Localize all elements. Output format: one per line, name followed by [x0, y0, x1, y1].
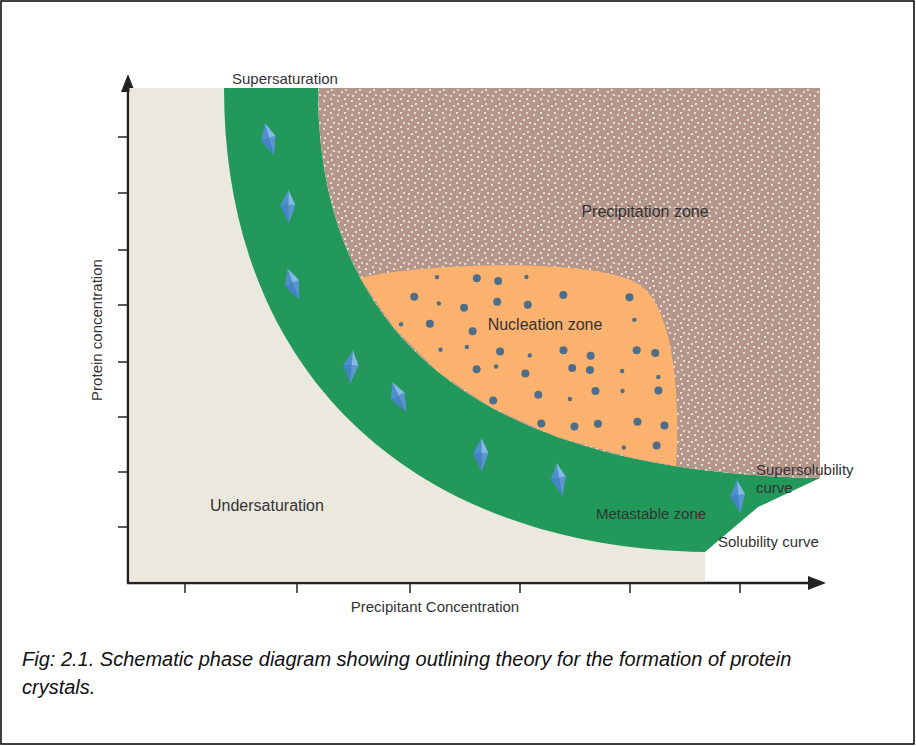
curve-label: Supersolubility curve — [756, 461, 876, 497]
x-axis-arrow — [808, 576, 826, 590]
curve-label: Solubility curve — [718, 533, 868, 551]
x-ticks — [185, 583, 740, 593]
y-axis — [127, 90, 130, 583]
nucleation-region-shape — [360, 262, 680, 467]
nuclei-dots — [399, 274, 669, 449]
axis-title: Protein concentration — [88, 259, 106, 401]
region-label: Metastable zone — [596, 505, 706, 523]
nucleation-region: Nucleation zone — [360, 262, 680, 467]
x-axis — [127, 582, 812, 585]
nucleation-region-fill — [360, 265, 677, 466]
region-label: Precipitation zone — [581, 202, 708, 221]
y-ticks — [118, 137, 128, 527]
metastable-band-fill — [224, 88, 820, 552]
precipitation-region-fill — [318, 88, 820, 478]
precipitate-speckle — [318, 88, 820, 478]
axis-title: Precipitant Concentration — [351, 598, 519, 616]
region-label: Nucleation zone — [488, 315, 603, 334]
region-label: Undersaturation — [210, 496, 324, 515]
region-label: Supersaturation — [232, 70, 338, 88]
figure-caption: Fig: 2.1. Schematic phase diagram showin… — [22, 645, 802, 701]
